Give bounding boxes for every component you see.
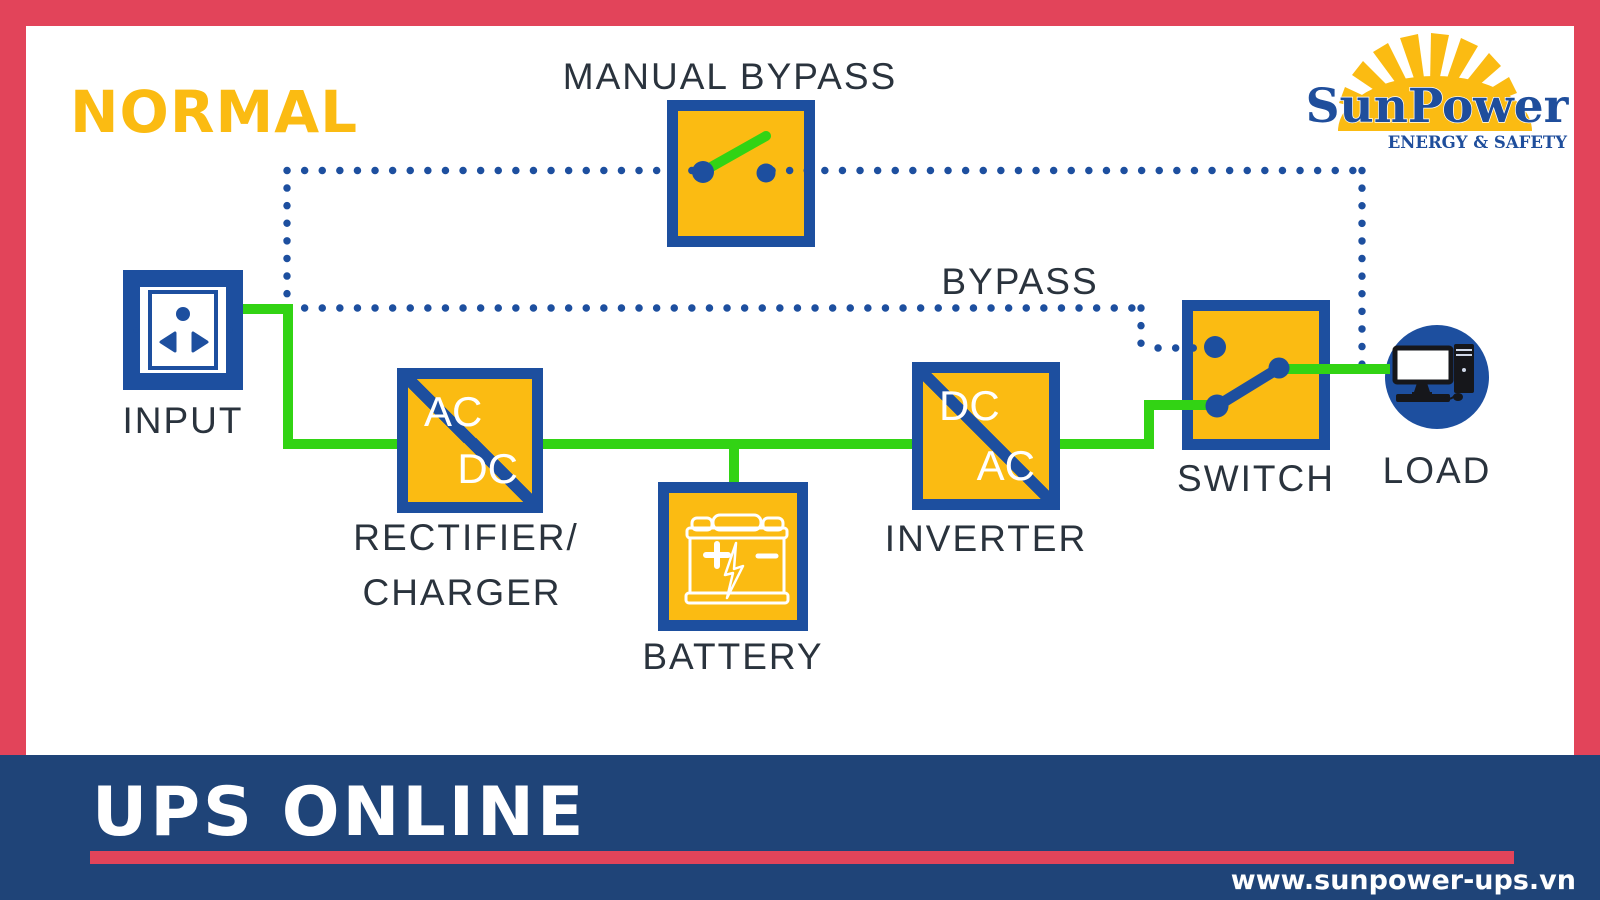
battery-icon (684, 513, 790, 605)
switch-box (1182, 300, 1330, 450)
computer-icon (1392, 344, 1474, 402)
manual-bypass-box (667, 100, 815, 247)
logo-tagline-text: ENERGY & SAFETY (1388, 133, 1567, 152)
inverter-box: DC AC (912, 362, 1060, 510)
rectifier-ac-text: AC (424, 388, 483, 435)
mode-title: NORMAL (70, 78, 359, 146)
footer-underline (90, 851, 1514, 864)
input-label: INPUT (122, 400, 244, 441)
switch-label: SWITCH (1177, 458, 1335, 499)
rectifier-label-line2: CHARGER (362, 572, 562, 613)
logo-brand-text: SunPower (1306, 79, 1570, 134)
load-label: LOAD (1382, 450, 1492, 491)
rectifier-label-line1: RECTIFIER/ (353, 517, 579, 558)
battery-box (658, 482, 808, 631)
input-socket-box (123, 270, 243, 390)
footer-website: www.sunpower-ups.vn (1230, 865, 1576, 896)
load-circle (1385, 325, 1489, 429)
sun-rays-icon (1338, 33, 1532, 131)
inverter-ac-text: AC (976, 442, 1035, 489)
rectifier-box: AC DC (397, 368, 543, 513)
manual-bypass-label: MANUAL BYPASS (562, 56, 898, 97)
footer-band: UPS ONLINE www.sunpower-ups.vn (0, 755, 1600, 900)
inverter-dc-text: DC (939, 382, 1000, 429)
inverter-label: INVERTER (884, 518, 1088, 559)
battery-label: BATTERY (642, 636, 824, 677)
footer-title: UPS ONLINE (92, 773, 587, 852)
rectifier-dc-text: DC (457, 445, 518, 492)
bypass-label: BYPASS (941, 261, 1099, 302)
